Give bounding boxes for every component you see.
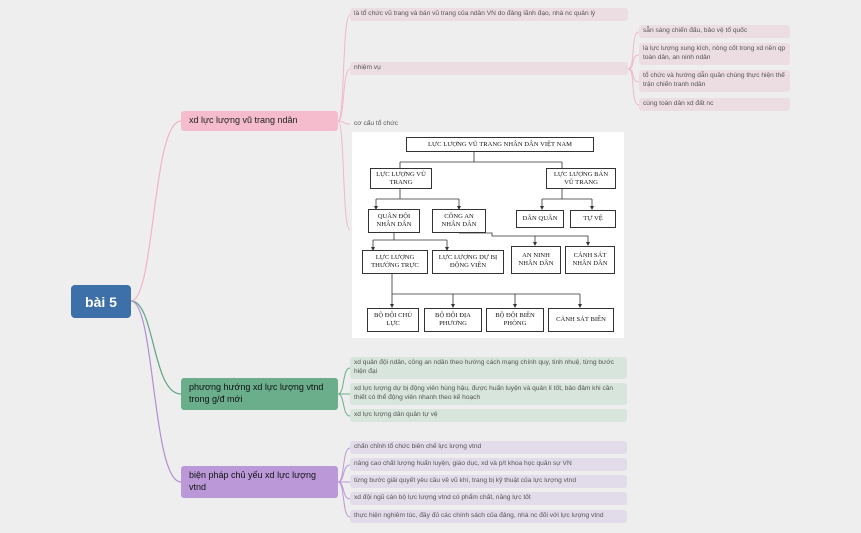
duty-item[interactable]: cùng toàn dân xd đất nc	[639, 98, 790, 111]
org-chart: LỰC LƯỢNG VŨ TRANG NHÂN DÂN VIỆT NAM LỰC…	[352, 132, 624, 338]
leaf-duties[interactable]: nhiệm vụ	[350, 62, 628, 75]
org-reserve: LỰC LƯỢNG DỰ BỊ ĐỘNG VIÊN	[432, 250, 504, 274]
measure-item[interactable]: chấn chỉnh tổ chức biên chế lực lượng vt…	[350, 441, 627, 454]
leaf-definition[interactable]: là tổ chức vũ trang và bán vũ trang của …	[350, 8, 628, 21]
org-chart-lines	[371, 152, 594, 308]
org-police-force: CẢNH SÁT NHÂN DÂN	[565, 246, 615, 274]
direction-item[interactable]: xd quân đội ndân, công an ndân theo hướn…	[350, 357, 627, 379]
org-main-force: BỘ ĐỘI CHỦ LỰC	[367, 308, 419, 332]
measure-item[interactable]: từng bước giải quyết yêu cầu về vũ khí, …	[350, 475, 627, 488]
measure-item[interactable]: nâng cao chất lượng huấn luyện, giáo dục…	[350, 458, 627, 471]
duty-item[interactable]: tổ chức và hướng dẫn quần chúng thực hiệ…	[639, 70, 790, 92]
direction-item[interactable]: xd lực lượng dự bị động viên hùng hậu, đ…	[350, 383, 627, 405]
org-border: BỘ ĐỘI BIÊN PHÒNG	[486, 308, 544, 332]
root-node[interactable]: bài 5	[71, 285, 131, 318]
org-semi-armed: LỰC LƯỢNG BÁN VŨ TRANG	[546, 168, 616, 189]
org-security: AN NINH NHÂN DÂN	[511, 246, 561, 274]
branch-direction[interactable]: phương hướng xd lực lượng vtnd trong g/đ…	[181, 378, 338, 410]
org-local-force: BỘ ĐỘI ĐỊA PHƯƠNG	[424, 308, 482, 332]
org-coast-guard: CẢNH SÁT BIỂN	[548, 308, 614, 332]
branch-armed-forces-build[interactable]: xd lực lượng vũ trang ndân	[181, 111, 338, 131]
org-armed: LỰC LƯỢNG VŨ TRANG	[370, 168, 432, 189]
duty-item[interactable]: sẵn sàng chiến đấu, bảo vệ tổ quốc	[639, 25, 790, 38]
leaf-structure[interactable]: cơ cấu tổ chức	[350, 118, 430, 131]
direction-item[interactable]: xd lực lượng dân quân tự vệ	[350, 409, 627, 422]
branch-label: xd lực lượng vũ trang ndân	[189, 115, 298, 126]
branch-label: biện pháp chủ yếu xd lực lượng vtnd	[189, 470, 317, 492]
branch-label: phương hướng xd lực lượng vtnd trong g/đ…	[189, 382, 324, 404]
org-army: QUÂN ĐỘI NHÂN DÂN	[368, 209, 420, 233]
branch-measures[interactable]: biện pháp chủ yếu xd lực lượng vtnd	[181, 466, 338, 498]
org-police: CÔNG AN NHÂN DÂN	[432, 209, 486, 233]
org-self-defense: TỰ VỆ	[570, 210, 616, 228]
measure-item[interactable]: xd đội ngũ cán bộ lực lượng vtnd có phẩm…	[350, 492, 627, 505]
org-top: LỰC LƯỢNG VŨ TRANG NHÂN DÂN VIỆT NAM	[406, 137, 594, 152]
measure-item[interactable]: thực hiện nghiêm túc, đầy đủ các chính s…	[350, 510, 627, 523]
org-militia: DÂN QUÂN	[516, 210, 564, 228]
duty-item[interactable]: là lực lượng xung kích, nòng cốt trong x…	[639, 43, 790, 65]
org-standing: LỰC LƯỢNG THƯỜNG TRỰC	[362, 250, 428, 274]
